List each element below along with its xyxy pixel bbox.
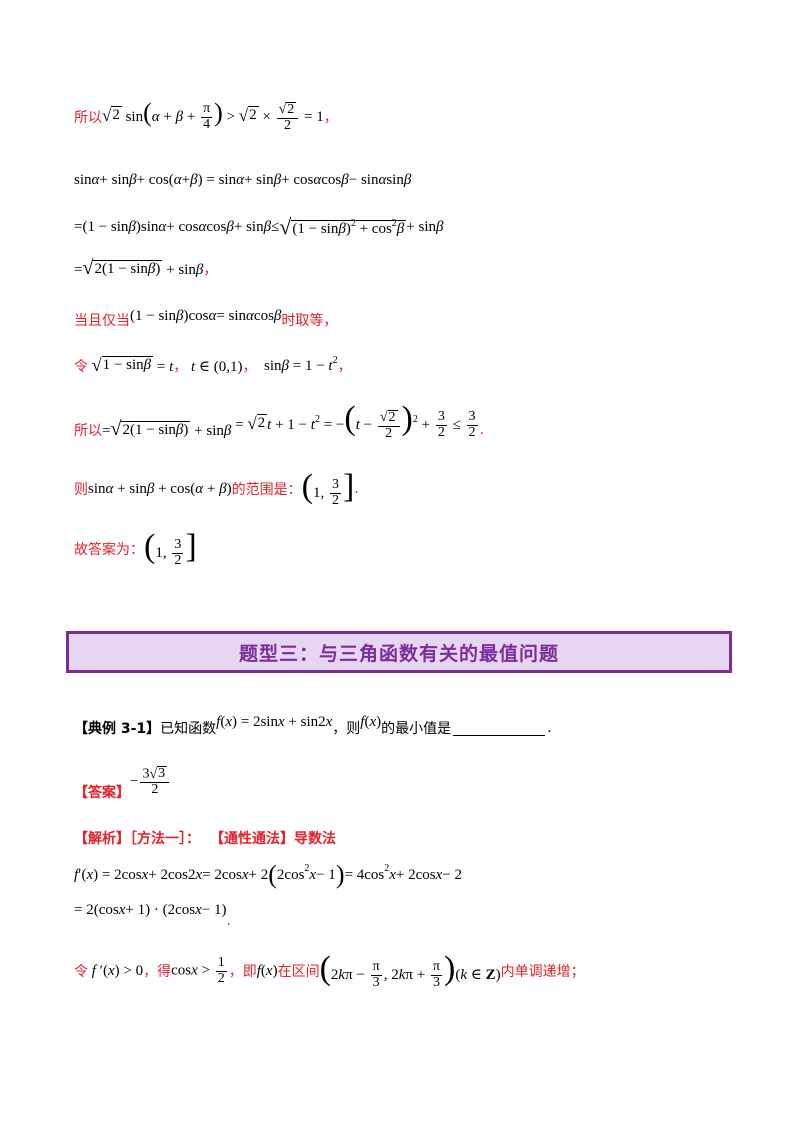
comma: ， <box>242 359 257 375</box>
example-line: 【典例 3-1】 已知函数 f(x) = 2sinx + sin2x ，则 f(… <box>74 713 552 738</box>
line-5: 当且仅当 (1 − sinβ)cosα= sinαcosβ 时取等， <box>74 307 338 330</box>
text-so: 所以 <box>74 422 102 439</box>
period: . <box>547 720 552 736</box>
text-equality: 时取等， <box>281 313 338 329</box>
analysis-method: 【通性通法】导数法 <box>210 831 336 847</box>
text-increasing: 内单调递增； <box>500 964 585 981</box>
line-4: =√2(1 − sinβ) + sinβ ， <box>74 257 218 279</box>
text-answer-is: 故答案为： <box>74 542 144 559</box>
period: . <box>479 421 484 438</box>
section-header: 题型三：与三角函数有关的最值问题 <box>66 631 732 673</box>
comma: ， <box>323 109 338 126</box>
section-title: 题型三：与三角函数有关的最值问题 <box>238 642 559 665</box>
comma: ， <box>173 359 188 375</box>
example-text: 已知函数 <box>160 721 217 737</box>
text-then: 则 <box>74 482 88 499</box>
period: . <box>354 481 359 498</box>
text-ie: ，即 <box>228 964 257 981</box>
text-range: 的范围是： <box>231 482 302 499</box>
comma: ， <box>337 359 352 375</box>
line-6: 令 √1 − sinβ = t ， t ∈ (0,1) ， sinβ = 1 −… <box>74 354 352 376</box>
example-text: 的最小值是 <box>381 721 452 737</box>
answer-label: 【答案】 <box>74 785 130 802</box>
text-let: 令 <box>74 359 88 375</box>
answer-blank[interactable] <box>453 721 546 736</box>
analysis-label: 【解析】［方法一］： <box>74 831 200 847</box>
comma: ， <box>203 261 218 278</box>
analysis-line: 【解析】［方法一］： 【通性通法】导数法 <box>74 828 336 848</box>
example-label: 【典例 3-1】 <box>74 721 161 737</box>
text-get: ，得 <box>143 964 172 981</box>
text-let: 令 <box>74 964 88 981</box>
text-interval: 在区间 <box>277 964 320 981</box>
text-so: 所以 <box>74 109 102 126</box>
example-text: ，则 <box>332 721 361 737</box>
text-iff: 当且仅当 <box>74 313 130 329</box>
